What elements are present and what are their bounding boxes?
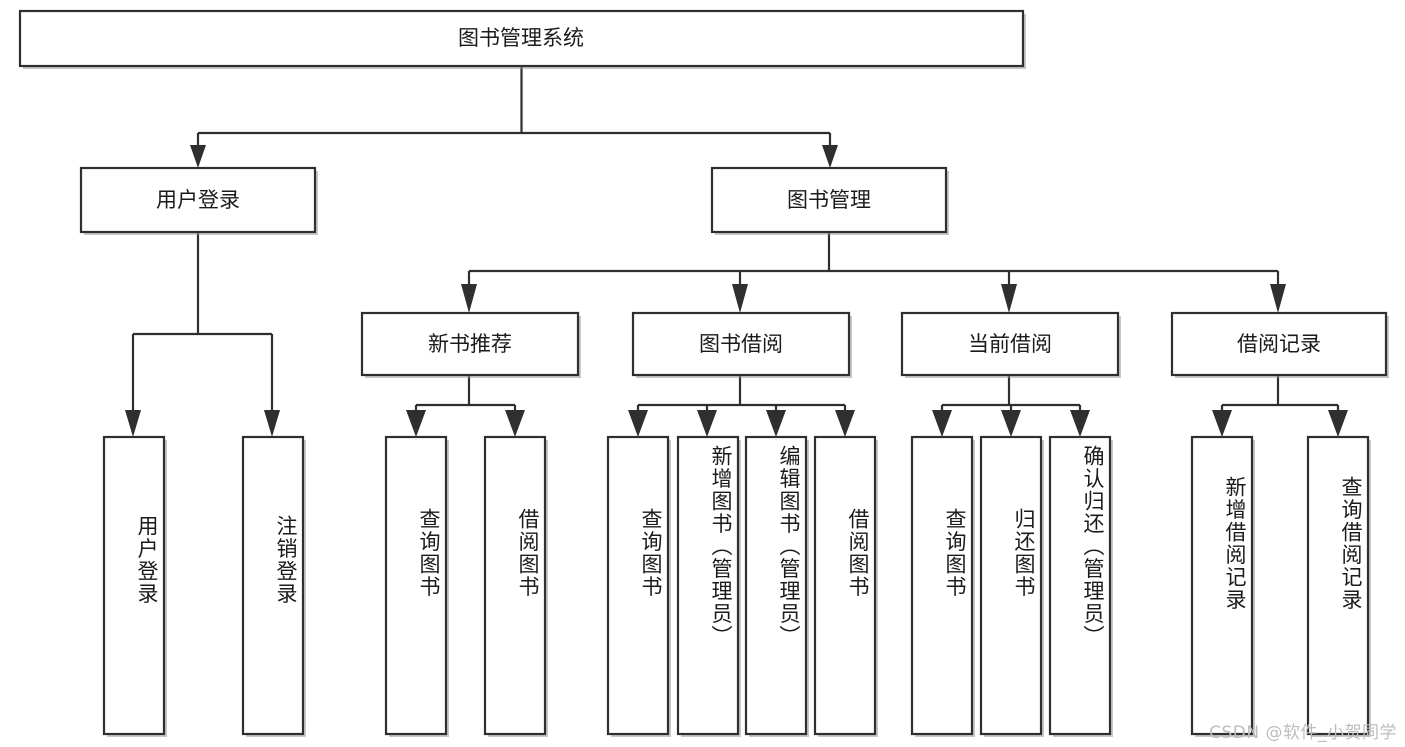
arrow-br-to-leaf-add-record xyxy=(1212,410,1232,437)
arrow-cb-to-leaf-confirm-return xyxy=(1070,410,1090,437)
edge-new-book-recommend-trunk xyxy=(414,375,517,414)
node-book-management[interactable]: 图书管理 xyxy=(710,166,949,235)
node-book-borrow[interactable]: 图书借阅 xyxy=(631,311,852,378)
node-borrow-record[interactable]: 借阅记录 xyxy=(1170,311,1389,378)
node-leaf-edit-book-admin[interactable] xyxy=(744,435,809,737)
node-user-login[interactable]: 用户登录 xyxy=(79,166,318,235)
edge-current-borrow-trunk xyxy=(940,375,1082,414)
arrow-cb-to-leaf-query-book xyxy=(932,410,952,437)
node-leaf-user-login[interactable] xyxy=(102,435,167,737)
node-leaf-query-book-borrow[interactable] xyxy=(606,435,671,737)
node-user-login-label: 用户登录 xyxy=(156,188,240,212)
arrow-nbr-to-leaf-query-book xyxy=(406,410,426,437)
node-book-borrow-label: 图书借阅 xyxy=(699,332,783,356)
node-leaf-borrow-book[interactable] xyxy=(813,435,878,737)
node-leaf-borrow-book-recommend[interactable] xyxy=(483,435,548,737)
arrow-bb-to-leaf-edit-book xyxy=(766,410,786,437)
edge-root-trunk xyxy=(196,66,832,148)
node-leaf-return-book[interactable] xyxy=(979,435,1044,737)
arrow-bb-to-leaf-add-book xyxy=(697,410,717,437)
edge-book-borrow-trunk xyxy=(636,375,847,414)
node-leaf-add-book-admin[interactable] xyxy=(676,435,741,737)
node-new-book-recommend[interactable]: 新书推荐 xyxy=(360,311,581,378)
arrow-root-to-user-login xyxy=(190,145,206,168)
node-leaf-add-borrow-record[interactable] xyxy=(1190,435,1255,737)
edge-book-management-trunk xyxy=(467,232,1280,287)
arrow-bm-to-borrow-record xyxy=(1270,284,1286,313)
nodes-layer: 图书管理系统 用户登录 图书管理 新书推荐 xyxy=(18,9,1389,737)
edge-user-login-trunk xyxy=(131,232,274,414)
node-root[interactable]: 图书管理系统 xyxy=(18,9,1026,69)
arrow-user-login-to-leaf-user-login xyxy=(125,410,141,437)
csdn-watermark: CSDN @软件_小贺同学 xyxy=(1209,723,1397,743)
arrow-bb-to-leaf-borrow-book xyxy=(835,410,855,437)
node-book-management-label: 图书管理 xyxy=(787,188,871,212)
arrow-bm-to-current-borrow xyxy=(1001,284,1017,313)
node-current-borrow-label: 当前借阅 xyxy=(968,332,1052,356)
node-current-borrow[interactable]: 当前借阅 xyxy=(900,311,1121,378)
edges-layer xyxy=(125,66,1348,437)
arrow-cb-to-leaf-return-book xyxy=(1001,410,1021,437)
node-leaf-query-borrow-record[interactable] xyxy=(1306,435,1371,737)
arrow-bb-to-leaf-query-book xyxy=(628,410,648,437)
arrow-br-to-leaf-query-record xyxy=(1328,410,1348,437)
arrow-bm-to-new-book-recommend xyxy=(461,284,477,313)
arrow-bm-to-book-borrow xyxy=(732,284,748,313)
arrow-root-to-book-management xyxy=(822,145,838,168)
node-leaf-user-logout[interactable] xyxy=(241,435,306,737)
leaf-boxes xyxy=(102,435,1371,737)
node-borrow-record-label: 借阅记录 xyxy=(1237,332,1321,356)
edge-borrow-record-trunk xyxy=(1220,375,1340,414)
arrow-nbr-to-leaf-borrow-book xyxy=(505,410,525,437)
node-leaf-query-book-current[interactable] xyxy=(910,435,975,737)
node-leaf-query-book-recommend[interactable] xyxy=(384,435,449,737)
node-root-label: 图书管理系统 xyxy=(458,26,584,50)
arrow-user-login-to-leaf-user-logout xyxy=(264,410,280,437)
node-new-book-recommend-label: 新书推荐 xyxy=(428,332,512,356)
node-leaf-confirm-return-admin[interactable] xyxy=(1048,435,1113,737)
